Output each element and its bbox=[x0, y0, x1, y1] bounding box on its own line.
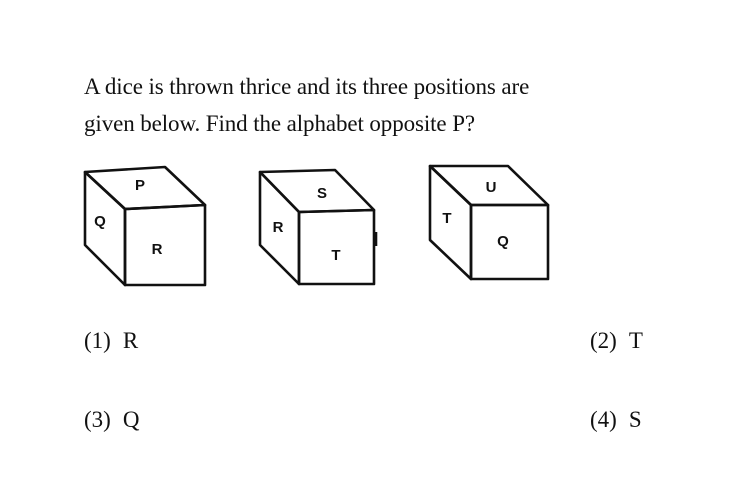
question-text: A dice is thrown thrice and its three po… bbox=[84, 68, 684, 142]
die-1-top-label: P bbox=[135, 177, 145, 194]
die-3-front-face bbox=[469, 203, 550, 281]
option-4-number: (4) bbox=[590, 407, 617, 432]
die-1-left-label: Q bbox=[94, 213, 106, 230]
die-3-front-label: Q bbox=[497, 233, 509, 250]
die-3: U T Q bbox=[428, 164, 550, 281]
option-4[interactable]: (4) S bbox=[590, 407, 642, 433]
option-4-answer: S bbox=[628, 407, 642, 432]
option-3-answer: Q bbox=[122, 407, 140, 432]
question-line-1: A dice is thrown thrice and its three po… bbox=[84, 74, 530, 99]
die-2-top-label: S bbox=[317, 185, 327, 202]
option-2-number: (2) bbox=[590, 328, 617, 353]
option-1-answer: R bbox=[122, 328, 139, 353]
die-2-front-face bbox=[297, 208, 376, 286]
die-1-front-face bbox=[123, 203, 207, 287]
option-1[interactable]: (1) R bbox=[84, 328, 138, 354]
die-2-left-label: R bbox=[273, 219, 284, 236]
option-3-number: (3) bbox=[84, 407, 111, 432]
die-3-top-label: U bbox=[486, 179, 497, 196]
die-3-left-label: T bbox=[442, 210, 451, 227]
die-2: S R T bbox=[258, 168, 378, 286]
die-1-front-label: R bbox=[152, 241, 163, 258]
die-1: P Q R bbox=[83, 165, 207, 287]
option-2[interactable]: (2) T bbox=[590, 328, 643, 354]
option-1-number: (1) bbox=[84, 328, 111, 353]
option-3[interactable]: (3) Q bbox=[84, 407, 139, 433]
question-line-2: given below. Find the alphabet opposite … bbox=[84, 111, 475, 136]
die-2-front-label: T bbox=[331, 247, 340, 264]
option-2-answer: T bbox=[628, 328, 643, 353]
